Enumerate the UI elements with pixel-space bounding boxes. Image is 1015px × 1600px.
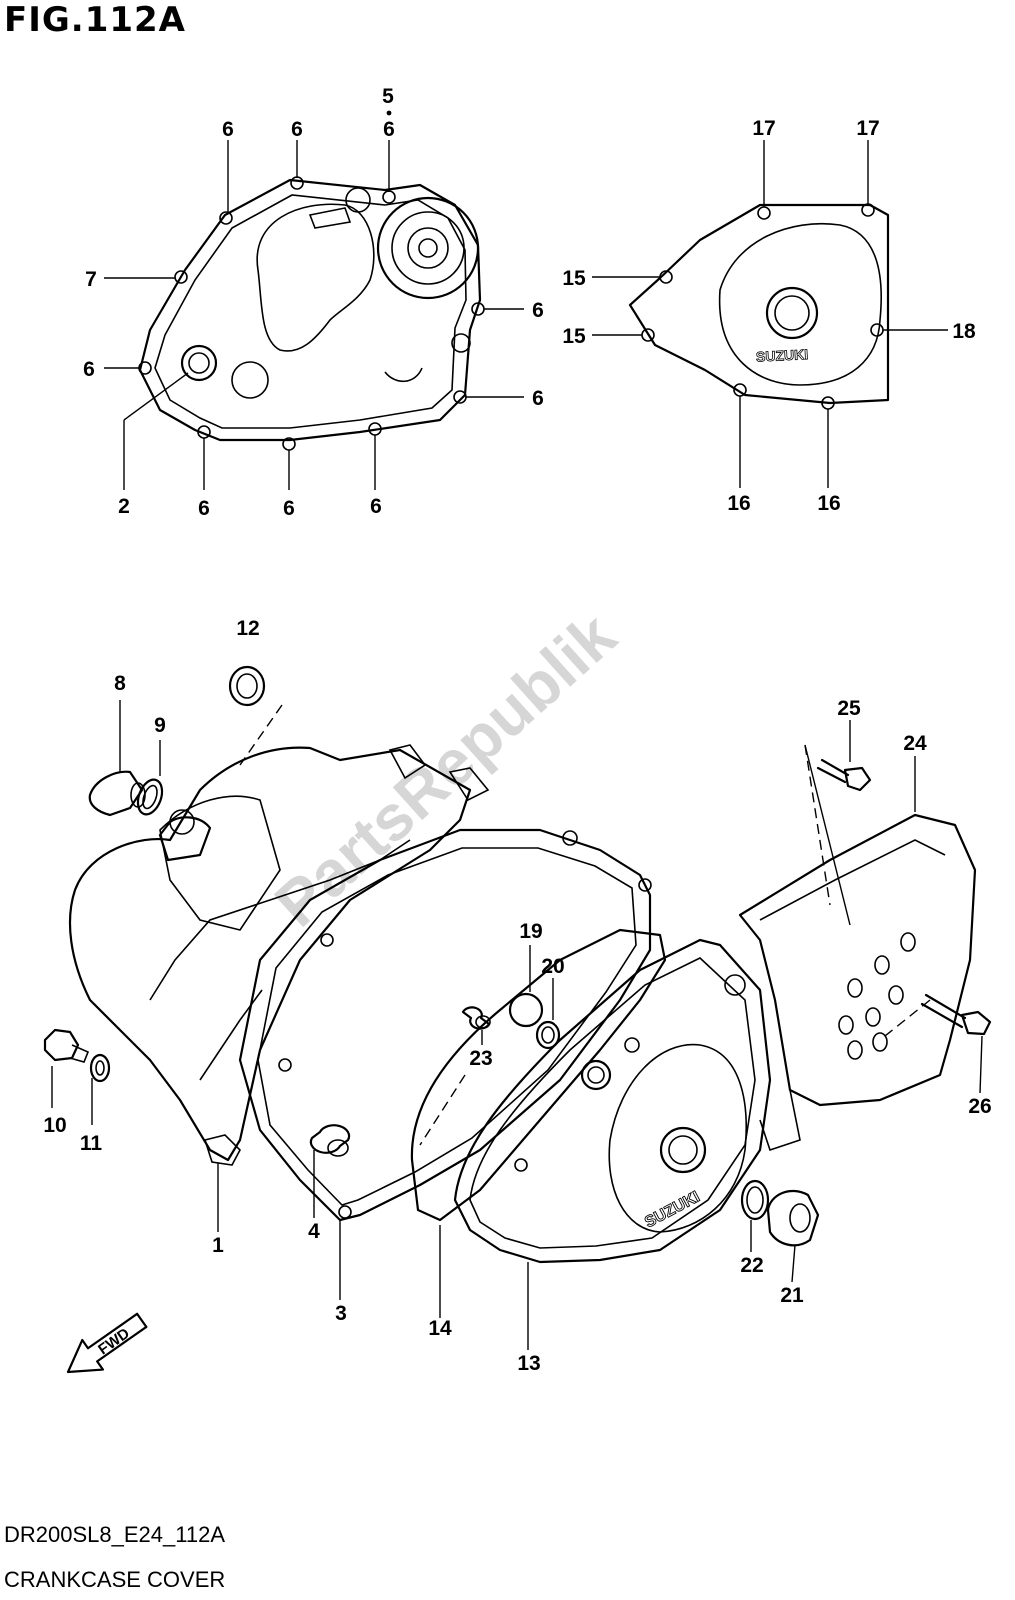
callout-6: 6: [370, 495, 382, 518]
part-24-sprocket-guard: [738, 813, 977, 1152]
callout-dot: [386, 110, 392, 116]
callout-26: 26: [968, 1095, 991, 1118]
callout-6: 6: [532, 387, 544, 410]
callout-3: 3: [335, 1302, 347, 1325]
magneto-cover-top-view: SUZUKI: [628, 203, 890, 410]
callout-25: 25: [837, 697, 861, 720]
callout-6: 6: [291, 118, 303, 141]
callout-11: 11: [80, 1132, 103, 1155]
part-11-gasket-washer: [89, 1053, 111, 1083]
suzuki-logo-top: SUZUKI: [756, 346, 809, 365]
callout-12: 12: [236, 617, 259, 640]
part-13-magneto-cover: SUZUKI: [453, 938, 772, 1264]
part-25-bolt: [816, 758, 872, 792]
callout-4: 4: [308, 1220, 320, 1243]
leader-lines: [51, 140, 983, 1350]
figure-title: FIG.112A: [4, 0, 186, 40]
part-14-gasket: [410, 928, 667, 1222]
callout-15: 15: [562, 267, 586, 290]
callout-9: 9: [154, 714, 166, 737]
part-20-o-ring: [535, 1020, 561, 1050]
footer-model-code: DR200SL8_E24_112A: [4, 1522, 225, 1547]
callout-5: 5: [382, 85, 394, 108]
part-10-drain-plug: [43, 1028, 90, 1063]
callout-numbers: 5 6 6 6 7 6 6 6 2 6 6 6 17 17 15 15 18 1…: [43, 85, 991, 1375]
part-26-bolt: [920, 993, 992, 1036]
watermark: PartsRepublik: [261, 599, 629, 941]
part-12-oil-seal: [228, 665, 266, 707]
fwd-arrow-icon: FWD: [66, 1312, 148, 1374]
callout-13: 13: [517, 1352, 540, 1375]
callout-16: 16: [727, 492, 750, 515]
watermark-text: PartsRepublik: [261, 599, 629, 941]
callout-17: 17: [752, 117, 775, 140]
part-22-o-ring: [740, 1179, 770, 1221]
clutch-cover-top-view: [138, 176, 485, 451]
footer-figure-name: CRANKCASE COVER: [4, 1567, 226, 1592]
callout-23: 23: [469, 1047, 492, 1070]
callout-2: 2: [118, 495, 130, 518]
callout-17: 17: [856, 117, 879, 140]
callout-20: 20: [541, 955, 564, 978]
callout-15: 15: [562, 325, 586, 348]
callout-19: 19: [519, 920, 542, 943]
callout-10: 10: [43, 1114, 66, 1137]
part-8-oil-filler-cap: [88, 770, 146, 817]
part-19-plug: [508, 992, 544, 1028]
callout-6: 6: [383, 118, 395, 141]
callout-14: 14: [428, 1317, 452, 1340]
part-21-plug: [766, 1189, 820, 1247]
callout-6: 6: [198, 497, 210, 520]
callout-6: 6: [222, 118, 234, 141]
callout-6: 6: [83, 358, 95, 381]
callout-7: 7: [85, 268, 97, 291]
callout-1: 1: [212, 1234, 224, 1257]
callout-22: 22: [740, 1254, 763, 1277]
part-1-clutch-cover: [68, 744, 490, 1166]
part-4-dowel-pin: [309, 1124, 351, 1157]
callout-16: 16: [817, 492, 840, 515]
callout-21: 21: [780, 1284, 804, 1307]
callout-6: 6: [532, 299, 544, 322]
callout-8: 8: [114, 672, 126, 695]
callout-18: 18: [952, 320, 976, 343]
part-9-o-ring: [136, 778, 164, 816]
part-23-dowel-pin: [461, 1006, 491, 1030]
callout-6: 6: [283, 497, 295, 520]
callout-24: 24: [903, 732, 927, 755]
